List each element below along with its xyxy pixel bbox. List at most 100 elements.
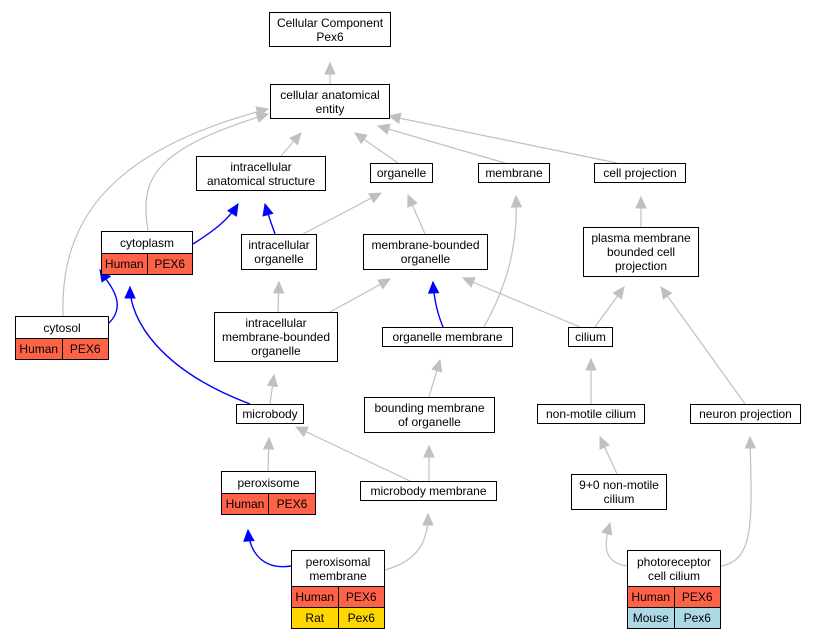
gene-cell: PEX6 <box>61 339 109 359</box>
node-neuronproj[interactable]: neuron projection <box>690 404 801 424</box>
node-label: cilium <box>575 330 606 344</box>
edge-bmo-to-orgmem <box>428 358 443 398</box>
node-imbo[interactable]: intracellular membrane-bounded organelle <box>214 312 338 362</box>
node-nmc[interactable]: non-motile cilium <box>537 404 645 424</box>
edge-mbmem-to-bmo <box>423 444 435 481</box>
edge-line <box>462 277 581 328</box>
species-cell: Human <box>295 590 335 604</box>
node-cilium[interactable]: cilium <box>568 327 613 347</box>
edge-intorg-to-ias <box>262 202 276 235</box>
node-label: membrane-bounded organelle <box>371 238 480 266</box>
edge-line <box>302 192 382 235</box>
arrowhead-icon <box>262 202 274 217</box>
node-microbody[interactable]: microbody <box>236 404 304 424</box>
edge-line <box>99 269 118 324</box>
arrowhead-icon <box>601 521 613 536</box>
node-nmc90[interactable]: 9+0 non-motile cilium <box>571 474 667 510</box>
node-label: intracellular anatomical structure <box>206 159 316 188</box>
edge-intorg-to-organelle <box>302 192 383 235</box>
gene-cell: PEX6 <box>337 587 385 607</box>
node-cae[interactable]: cellular anatomical entity <box>270 84 390 119</box>
node-label: organelle membrane <box>392 330 503 344</box>
arrowhead-icon <box>431 358 443 373</box>
edge-line <box>377 125 506 164</box>
edge-ias-to-cae <box>280 132 302 157</box>
arrowhead-icon <box>266 373 279 388</box>
arrowhead-icon <box>423 444 435 458</box>
edge-cytoplasm-to-ias <box>192 202 239 245</box>
arrowhead-icon <box>368 192 383 204</box>
arrowhead-icon <box>510 194 523 208</box>
arrowhead-icon <box>407 193 418 208</box>
edge-orgmem-to-membrane <box>483 194 523 328</box>
node-mbo[interactable]: membrane-bounded organelle <box>363 234 488 270</box>
node-label: intracellular membrane-bounded organelle <box>221 316 331 358</box>
node-label: microbody <box>242 407 298 421</box>
arrowhead-icon <box>660 286 673 300</box>
arrowhead-icon <box>294 426 309 438</box>
node-label: plasma membrane bounded cell projection <box>591 231 691 273</box>
node-pmbcp[interactable]: plasma membrane bounded cell projection <box>583 227 699 277</box>
species-cell: Human <box>225 497 265 511</box>
node-cellproj[interactable]: cell projection <box>594 163 686 183</box>
edge-line <box>388 115 618 164</box>
species-cell: Mouse <box>632 611 669 625</box>
arrowhead-icon <box>387 112 402 124</box>
species-cell: Human <box>104 257 144 271</box>
arrowhead-icon <box>324 61 336 75</box>
node-label: cellular anatomical entity <box>280 87 380 116</box>
edge-cellproj-to-cae <box>387 112 618 164</box>
node-mbmem[interactable]: microbody membrane <box>360 481 497 501</box>
node-bmo[interactable]: bounding membrane of organelle <box>364 397 495 433</box>
node-label: cell projection <box>603 166 677 180</box>
arrowhead-icon <box>262 436 275 450</box>
node-intorg[interactable]: intracellular organelle <box>241 234 317 270</box>
edge-organelle-to-cae <box>354 132 399 164</box>
edge-line <box>720 436 752 567</box>
node-label: bounding membrane of organelle <box>374 401 485 429</box>
arrowhead-icon <box>227 202 239 217</box>
node-label: Cellular Component Pex6 <box>276 15 384 44</box>
node-label: 9+0 non-motile cilium <box>579 478 659 506</box>
node-orgmem[interactable]: organelle membrane <box>382 327 513 347</box>
edge-nmc90-to-nmc <box>599 435 618 475</box>
edge-pmbcp-to-cellproj <box>635 195 647 227</box>
node-label: microbody membrane <box>370 484 487 498</box>
node-cc[interactable]: Cellular Component Pex6 <box>269 12 391 47</box>
edge-microbody-to-imbo <box>266 373 279 405</box>
node-organelle[interactable]: organelle <box>370 163 433 183</box>
edge-line <box>384 513 429 571</box>
edge-nmc-to-cilium <box>585 357 597 404</box>
species-cell: Human <box>631 590 671 604</box>
edge-microbody-to-cytoplasm <box>124 285 251 405</box>
edge-mbmem-to-microbody <box>294 426 411 482</box>
node-label: cytoplasm <box>119 235 175 250</box>
edge-cilium-to-pmbcp <box>594 286 625 328</box>
arrowhead-icon <box>427 280 440 294</box>
arrowhead-icon <box>585 357 597 371</box>
arrowhead-icon <box>612 286 625 300</box>
edge-mbo-to-organelle <box>407 193 426 235</box>
edge-pm-to-peroxisome <box>243 528 292 568</box>
edge-cytosol-to-cae <box>62 106 270 317</box>
node-ias[interactable]: intracellular anatomical structure <box>196 156 326 191</box>
arrowhead-icon <box>599 435 611 450</box>
gene-cell: Pex6 <box>337 608 385 628</box>
node-label: peroxisomal membrane <box>305 554 371 583</box>
edge-membrane-to-cae <box>376 123 506 164</box>
node-label: non-motile cilium <box>545 407 637 421</box>
node-membrane[interactable]: membrane <box>478 163 550 183</box>
gene-cell: PEX6 <box>146 254 193 274</box>
